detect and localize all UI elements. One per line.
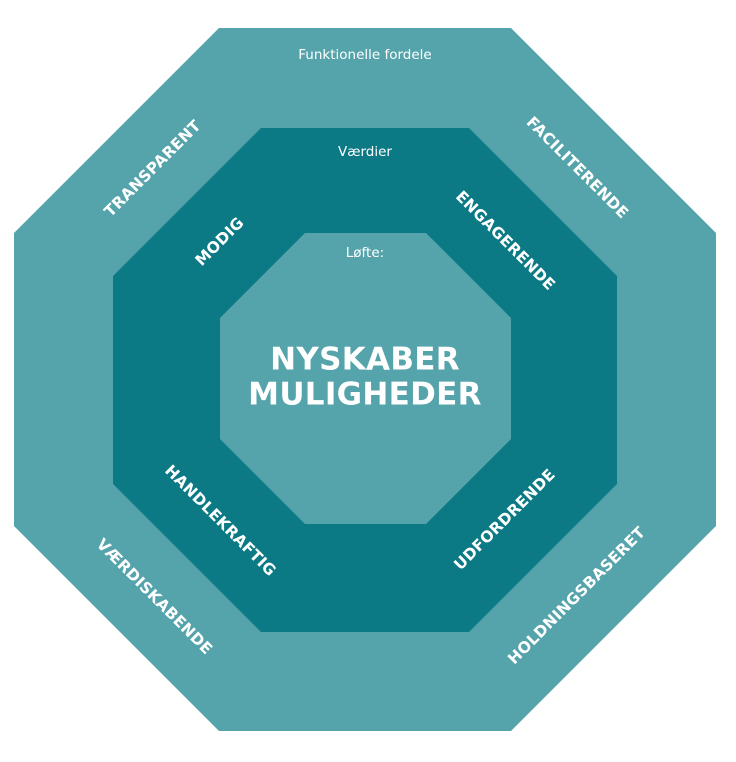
core-title-line-2: MULIGHEDER [248, 377, 482, 413]
inner-caption: Løfte: [346, 245, 384, 261]
inner-octagon-promise [220, 233, 511, 524]
outer-caption: Funktionelle fordele [298, 47, 431, 63]
core-title-line-1: NYSKABER [270, 342, 460, 378]
middle-caption: Værdier [338, 144, 392, 160]
